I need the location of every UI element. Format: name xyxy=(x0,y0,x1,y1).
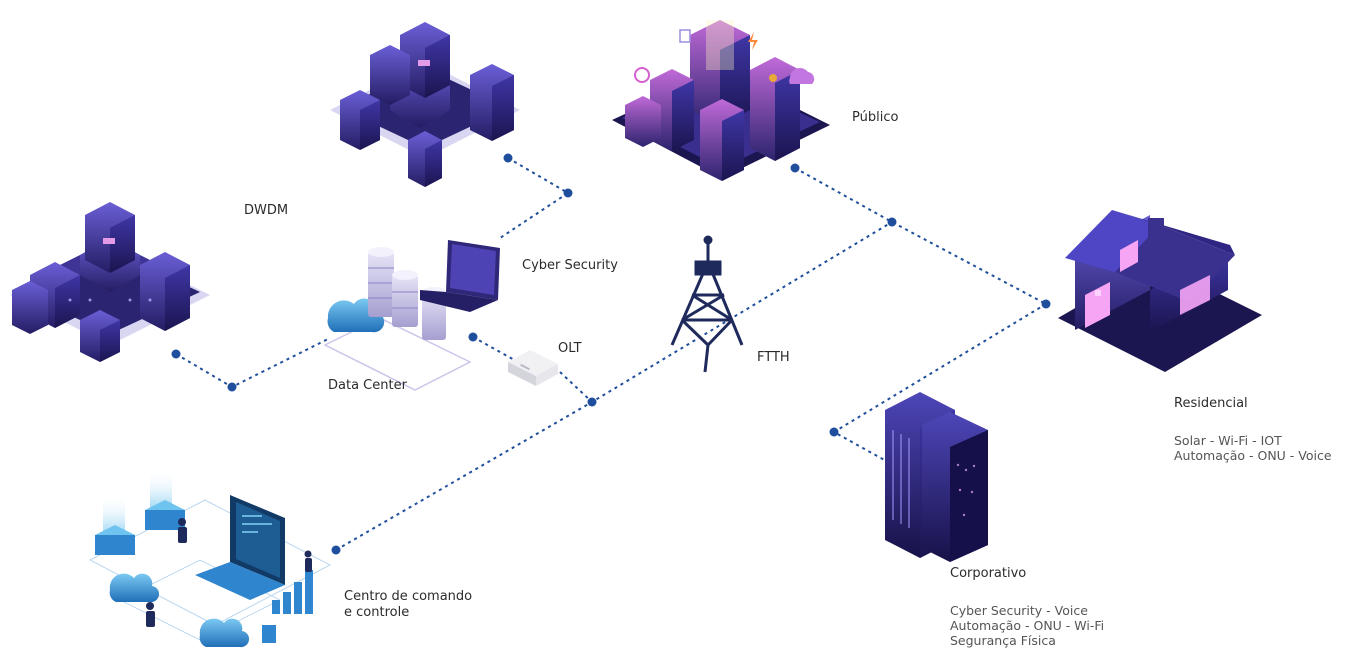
person-icon xyxy=(304,550,312,572)
dwdm-label: DWDM xyxy=(244,203,289,218)
node-dot xyxy=(587,397,597,407)
laptop-icon xyxy=(420,240,500,312)
dwdm-city-illustration xyxy=(10,202,210,362)
corporativo-service-line: Automação - ONU - Wi-Fi xyxy=(950,618,1105,633)
corporate-building-illustration xyxy=(885,392,988,562)
residencial-service-line: Automação - ONU - Voice xyxy=(1174,448,1332,463)
centro-label-line1: Centro de comando xyxy=(344,589,473,604)
ftth-tower-icon xyxy=(670,235,744,373)
laptop-icon xyxy=(195,495,285,600)
corporativo-services: Cyber Security - Voice Automação - ONU -… xyxy=(950,603,1104,648)
cyber-city-illustration xyxy=(330,22,520,187)
residencial-services: Solar - Wi-Fi - IOT Automação - ONU - Vo… xyxy=(1174,433,1332,463)
person-icon xyxy=(146,602,155,627)
residencial-service-line: Solar - Wi-Fi - IOT xyxy=(1174,433,1282,448)
node-dot xyxy=(1041,299,1051,309)
publico-label: Público xyxy=(852,110,899,125)
bar-chart-icon xyxy=(272,570,313,614)
connector-city-cyber xyxy=(499,157,570,239)
corporativo-label: Corporativo xyxy=(950,566,1027,581)
data-center-illustration xyxy=(323,240,500,391)
connector-publico-residencial xyxy=(794,167,1047,305)
node-dot xyxy=(790,163,800,173)
connector-olt-ftth xyxy=(472,336,593,403)
olt-label: OLT xyxy=(558,341,582,356)
command-center-illustration xyxy=(88,470,332,648)
person-icon xyxy=(178,518,187,543)
node-dot xyxy=(563,188,573,198)
cyber-security-label: Cyber Security xyxy=(522,258,618,273)
server-rack-icon xyxy=(368,247,446,340)
public-smart-city-illustration xyxy=(612,20,830,181)
node-dot xyxy=(887,217,897,227)
server-stack-icon xyxy=(95,500,185,555)
node-dot xyxy=(503,153,513,163)
corporativo-service-line: Cyber Security - Voice xyxy=(950,603,1088,618)
node-dot xyxy=(829,427,839,437)
node-dot xyxy=(331,545,341,555)
node-dot xyxy=(227,382,237,392)
cloud-icon xyxy=(199,618,250,648)
house-illustration xyxy=(1058,210,1262,372)
corporativo-service-line: Segurança Física xyxy=(950,633,1056,648)
ftth-label: FTTH xyxy=(757,350,790,365)
centro-label-line2: e controle xyxy=(344,605,410,620)
node-dot xyxy=(171,349,181,359)
centro-label: Centro de comando e controle xyxy=(344,589,472,621)
olt-device-icon xyxy=(508,350,558,386)
residencial-label: Residencial xyxy=(1174,396,1248,411)
node-dot xyxy=(468,332,478,342)
connector-dwdm-datacenter xyxy=(175,337,331,389)
cloud-icon xyxy=(109,573,160,603)
data-center-label: Data Center xyxy=(328,378,407,393)
connector-nodes xyxy=(171,153,1051,555)
